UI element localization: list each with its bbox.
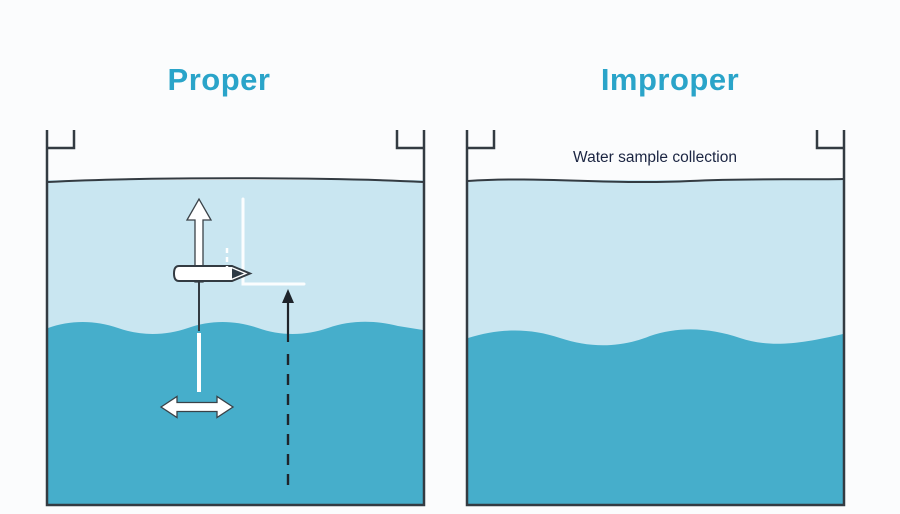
proper-title: Proper	[167, 62, 271, 97]
sampler-nose-icon	[232, 268, 244, 279]
left-tank	[45, 130, 426, 507]
left-water-surface-line	[47, 177, 424, 183]
depth-bracket-icon	[241, 197, 306, 286]
lateral-double-arrow-icon	[159, 395, 235, 419]
right-water-surface-line	[467, 178, 844, 184]
improper-title: Improper	[600, 62, 740, 97]
sampler-device-icon	[172, 265, 253, 282]
water-sample-collection-label: Water sample collection	[573, 149, 737, 166]
rise-arrowhead-icon	[282, 289, 294, 303]
left-lower-water-layer	[48, 321, 423, 504]
right-lower-water-layer	[468, 329, 843, 504]
right-tank	[465, 130, 846, 507]
drop-arrowhead-icon	[222, 267, 232, 278]
left-annotations	[159, 197, 306, 490]
left-tank-outline	[45, 130, 426, 507]
right-tank-outline	[465, 130, 846, 507]
